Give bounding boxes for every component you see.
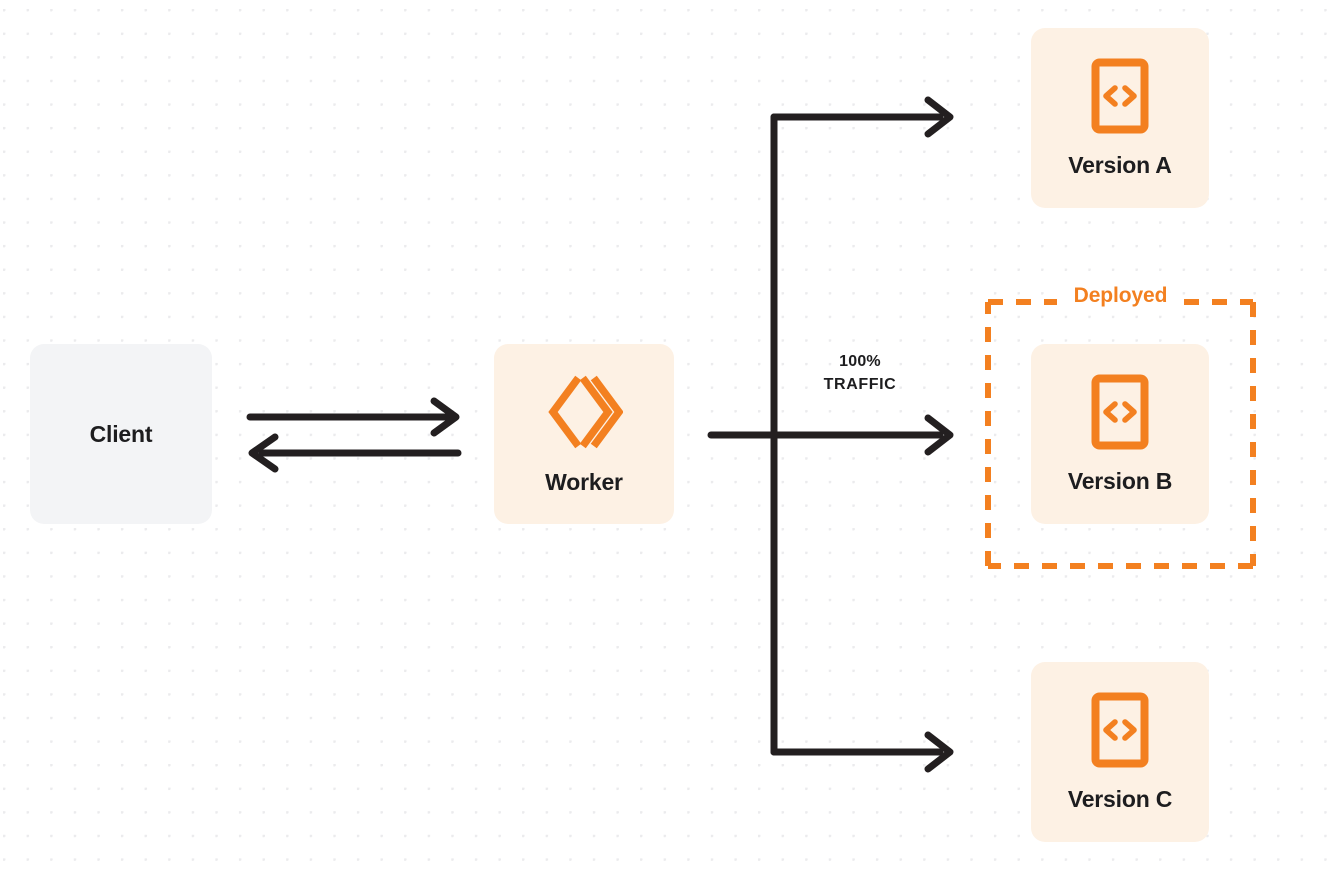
node-version-c-label: Version C <box>1067 785 1173 812</box>
traffic-word: TRAFFIC <box>823 376 897 394</box>
node-version-b[interactable]: Version B <box>1031 344 1209 524</box>
code-brackets-icon <box>1091 58 1149 134</box>
node-version-a[interactable]: Version A <box>1031 28 1209 208</box>
node-client[interactable]: Client <box>30 344 212 524</box>
deployed-group-label: Deployed <box>1063 284 1178 308</box>
node-worker-label: Worker <box>545 468 623 495</box>
code-brackets-icon <box>1091 374 1149 450</box>
cloudflare-workers-logo-icon <box>545 373 624 451</box>
deployed-dashed-border <box>985 299 1256 569</box>
traffic-percent: 100% <box>839 353 881 370</box>
code-brackets-icon <box>1091 692 1149 768</box>
node-version-b-label: Version B <box>1067 467 1173 494</box>
node-client-label: Client <box>89 420 153 447</box>
node-version-a-label: Version A <box>1068 151 1172 178</box>
node-worker[interactable]: Worker <box>494 344 674 524</box>
group-deployed: Deployed <box>985 284 1256 569</box>
node-version-c[interactable]: Version C <box>1031 662 1209 842</box>
traffic-label: 100% TRAFFIC <box>790 350 930 396</box>
